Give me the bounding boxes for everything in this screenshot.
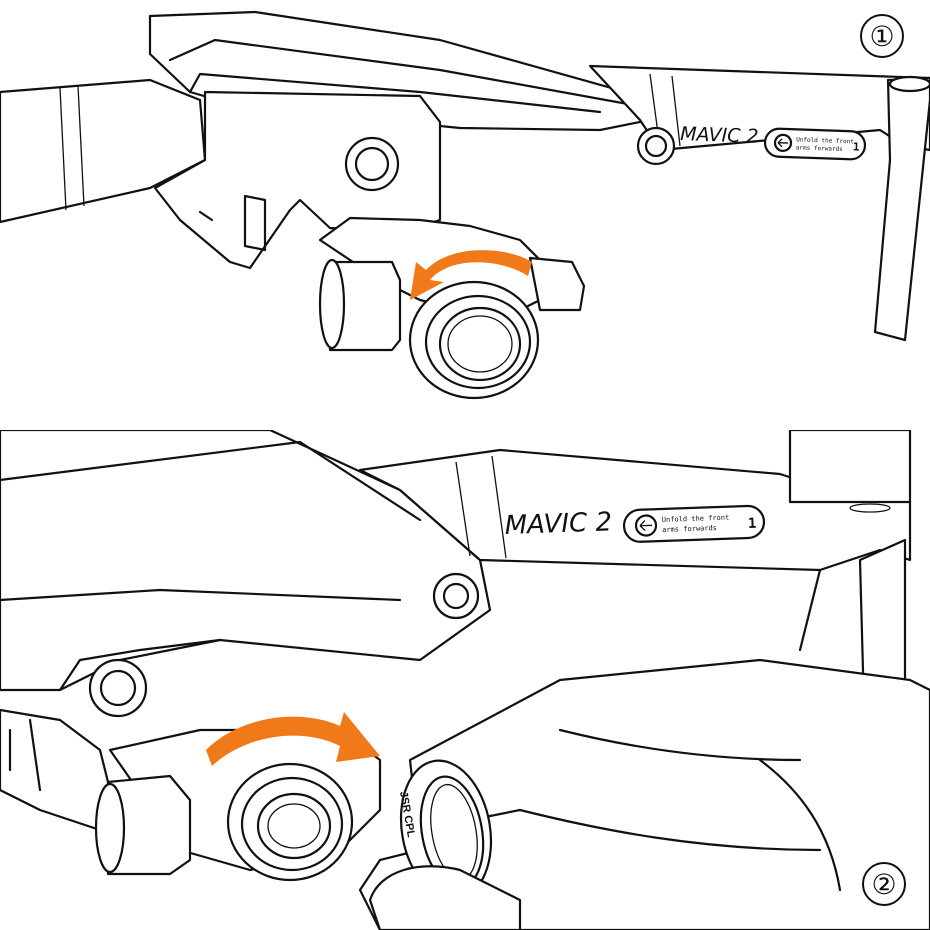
step-1-panel: MAVIC 2 Unfold the front arms forwards 1… bbox=[0, 0, 930, 412]
hand bbox=[358, 658, 930, 930]
motor-cap bbox=[888, 75, 930, 93]
arm-sticker: Unfold the front arms forwards 1 bbox=[763, 127, 867, 161]
drone-top-shell bbox=[0, 430, 492, 692]
step-number-badge: ② bbox=[862, 862, 906, 906]
step-2-illustration: MAVIC 2 Unfold the front arms forwards 1 bbox=[0, 430, 930, 930]
sticker-text-line1: Unfold the front bbox=[796, 136, 854, 145]
sticker-text-line2: arms forwards bbox=[662, 524, 717, 534]
arm-label: MAVIC 2 bbox=[680, 123, 759, 148]
arm-label: MAVIC 2 bbox=[504, 507, 612, 541]
rotate-arrow-counterclockwise bbox=[410, 250, 532, 300]
gimbal-right-motor bbox=[528, 256, 586, 312]
rotate-arrow-clockwise bbox=[206, 712, 380, 766]
drone-lower-body bbox=[0, 708, 112, 832]
sticker-number: 1 bbox=[853, 140, 860, 153]
arm-sticker: Unfold the front arms forwards 1 bbox=[622, 504, 766, 543]
step-number-badge: ① bbox=[860, 14, 904, 58]
camera-lens bbox=[438, 306, 522, 382]
gimbal-side-motor bbox=[328, 260, 402, 352]
sticker-number: 1 bbox=[748, 516, 757, 532]
step-2-panel: MAVIC 2 Unfold the front arms forwards 1 bbox=[0, 430, 930, 930]
thumb bbox=[368, 865, 522, 930]
sticker-text-line1: Unfold the front bbox=[662, 514, 730, 524]
step-1-illustration: MAVIC 2 Unfold the front arms forwards 1 bbox=[0, 10, 930, 400]
motor-column bbox=[788, 430, 912, 504]
gimbal-side-motor bbox=[106, 774, 192, 876]
front-leg bbox=[873, 76, 930, 342]
sticker-text-line2: arms forwards bbox=[796, 144, 844, 153]
